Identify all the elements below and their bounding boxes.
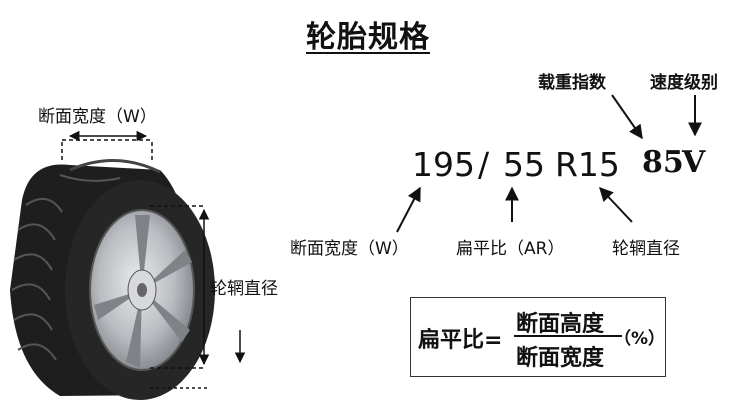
formula-denominator: 断面宽度 bbox=[516, 346, 605, 371]
formula-numerator: 断面高度 bbox=[516, 312, 605, 337]
spec-arrows bbox=[396, 94, 702, 233]
tire-rim-label: 轮辋直径 bbox=[210, 279, 278, 299]
spec-width: 195 bbox=[412, 145, 475, 184]
spec-slash: / bbox=[478, 145, 490, 184]
rim-diameter-dimension bbox=[150, 205, 246, 389]
spec-load: 85 bbox=[642, 145, 684, 180]
callout-speed-rating: 速度级别 bbox=[650, 73, 718, 93]
page-title: 轮胎规格 bbox=[306, 20, 430, 55]
tire-width-dimension bbox=[61, 130, 153, 160]
callout-aspect-ratio: 扁平比（AR） bbox=[456, 239, 565, 259]
formula-unit: （%） bbox=[614, 329, 666, 349]
callout-load-index: 载重指数 bbox=[538, 73, 606, 93]
spec-speed: V bbox=[682, 145, 706, 180]
tire-width-label: 断面宽度（W） bbox=[38, 107, 157, 127]
spec-rim: R15 bbox=[555, 145, 620, 184]
callout-rim-diameter: 轮辋直径 bbox=[612, 239, 680, 259]
formula-box bbox=[410, 297, 666, 377]
spec-aspect: 55 bbox=[503, 145, 545, 184]
tire-illustration bbox=[10, 159, 215, 400]
callout-width: 断面宽度（W） bbox=[290, 239, 409, 259]
formula-lhs: 扁平比= bbox=[418, 328, 503, 353]
